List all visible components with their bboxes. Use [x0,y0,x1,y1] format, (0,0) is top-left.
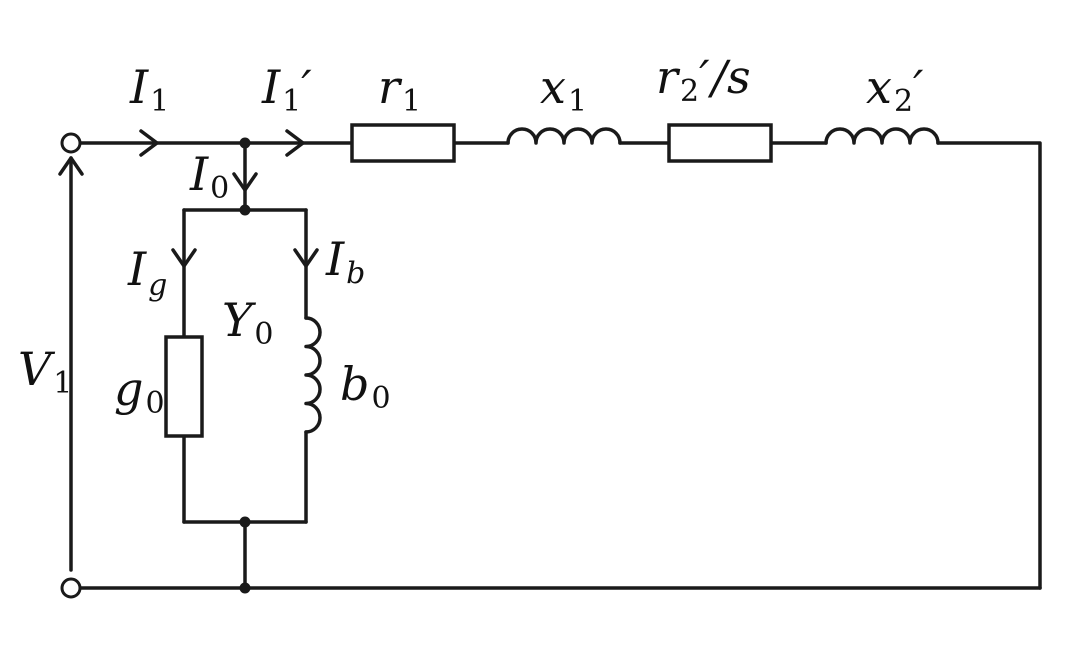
g0-resistor [164,335,204,438]
label-g0: g0 [114,362,165,421]
node-shunt-bottom [239,516,251,528]
label-I1-prime: I1′ [261,60,312,119]
terminal-top[interactable] [60,132,82,154]
I1-arrow [139,129,159,157]
I1p-arrow [285,129,305,157]
label-Y0: Y0 [222,293,273,352]
r1-resistor [350,123,456,163]
label-r1: r1 [378,60,421,119]
label-Ig: Ig [127,242,167,303]
Ig-arrow [171,248,197,268]
wires [69,141,1042,590]
node-bottom-junction [239,582,251,594]
V1-arrow [58,156,84,176]
label-r2-over-s: r2′/s [656,50,751,109]
r2-resistor [667,123,773,163]
node-top-junction [239,137,251,149]
label-x1: x1 [540,60,587,119]
label-Ib: Ib [325,232,365,291]
label-x2-prime: x2′ [866,60,924,119]
top-wire-right [936,141,1042,590]
node-shunt-top [239,204,251,216]
Ib-arrow [293,248,319,268]
label-I0: I0 [189,147,229,206]
label-V1: V1 [18,342,72,401]
I0-arrow [232,172,258,192]
terminal-bottom[interactable] [60,577,82,599]
x2-inductor [824,127,940,145]
x1-inductor [506,127,622,145]
label-I1: I1 [129,60,169,119]
b0-inductor [304,316,322,434]
label-b0: b0 [340,357,391,416]
